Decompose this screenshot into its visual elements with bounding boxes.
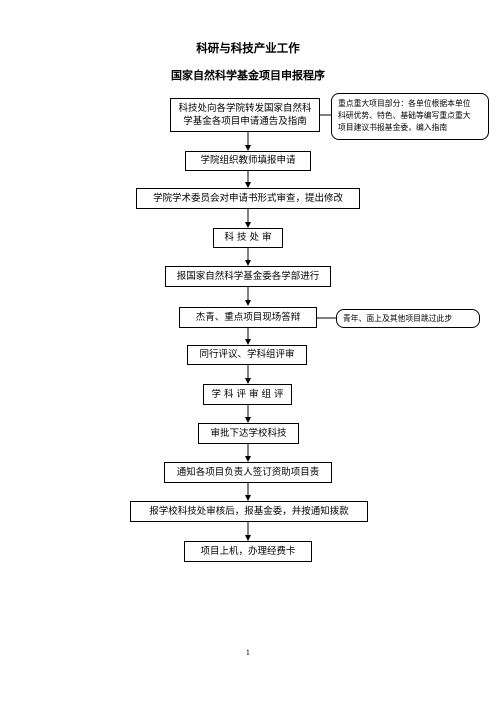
document-title: 科研与科技产业工作 (196, 41, 300, 55)
step-1-notice: 科技处向各学院转发国家自然科 学基金各项目申请通告及指南 (170, 98, 320, 132)
page-number: 1 (245, 649, 251, 657)
step-3-college-review: 学院学术委员会对申请书形式审查，提出修改 (136, 188, 360, 209)
note-key-projects: 重点重大项目部分：各单位根据本单位 科研优势、特色、基础等编写重点重大 项目建议… (331, 93, 489, 140)
step-8-panel-review: 学 科 评 审 组 评 (203, 384, 292, 405)
step-1-line1: 科技处向各学院转发国家自然科 (178, 103, 312, 114)
step-9-approval: 审批下达学校科技 (198, 423, 299, 444)
step-1-line2: 学基金各项目申请通告及指南 (183, 116, 307, 127)
step-11-funding: 报学校科技处审核后，报基金委，并按通知拨款 (130, 501, 368, 522)
flowchart-title: 国家自然科学基金项目申报程序 (171, 69, 325, 82)
note-key-projects-line2: 科研优势、特色、基础等编写重点重大 (338, 111, 471, 120)
note-key-projects-line1: 重点重大项目部分：各单位根据本单位 (338, 99, 471, 108)
step-5-submit-nsfc: 报国家自然科学基金委各学部进行 (165, 266, 331, 287)
step-4-tech-office-review: 科 技 处 审 (213, 228, 283, 248)
note-skip-step: 青年、面上及其他项目跳过此步 (336, 309, 480, 328)
step-12-account-setup: 项目上机，办理经费卡 (184, 541, 312, 562)
note-key-projects-line3: 项目建议书报基金委，编入指南 (338, 123, 448, 132)
step-10-sign-contract: 通知各项目负责人签订资助项目责 (164, 462, 332, 483)
step-7-peer-review: 同行评议、学科组评审 (187, 345, 307, 365)
step-6-defense: 杰青、重点项目现场答辩 (179, 307, 317, 328)
step-2-fill-application: 学院组织教师填报申请 (185, 151, 311, 171)
